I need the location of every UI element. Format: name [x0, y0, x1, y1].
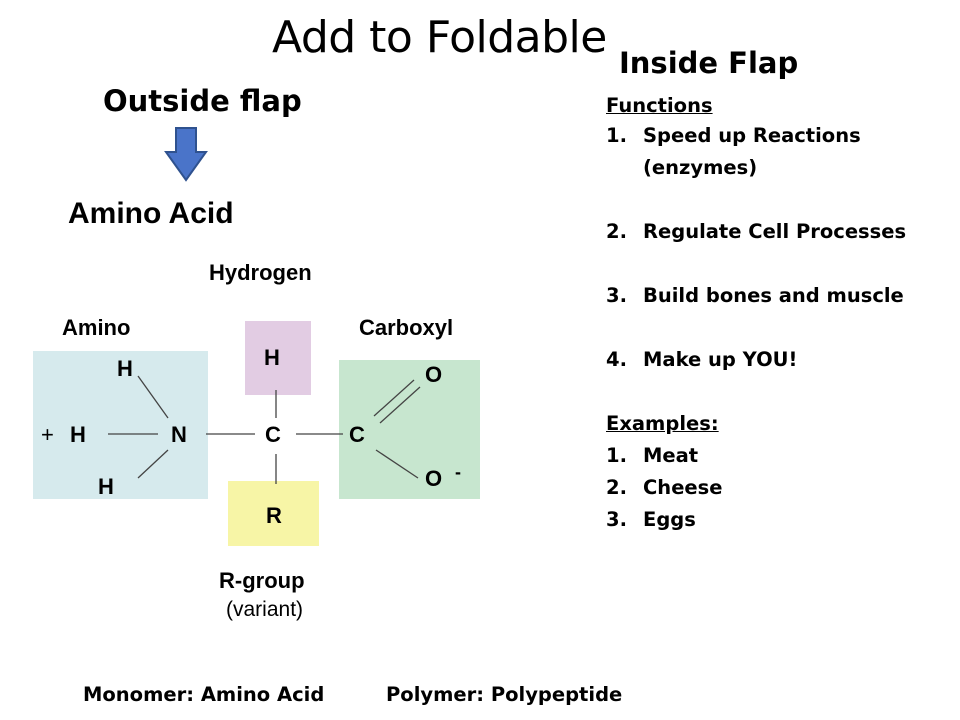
hydrogen-box	[245, 321, 311, 395]
atom-c-carboxyl: C	[349, 422, 365, 447]
outside-flap-label: Outside flap	[103, 84, 302, 118]
amino-label: Amino	[62, 315, 130, 340]
example-item: 1. Meat	[606, 444, 699, 467]
example-item: 3. Eggs	[606, 508, 696, 531]
rgroup-label: R-group	[219, 568, 305, 593]
atom-c-alpha: C	[265, 422, 281, 447]
functions-list: 1. Speed up Reactions (enzymes)	[606, 120, 956, 184]
polymer-label: Polymer: Polypeptide	[386, 683, 623, 706]
function-item: 1. Speed up Reactions (enzymes)	[606, 124, 861, 179]
amino-acid-diagram: Amino Acid Hydrogen Amino Carboxyl R-gro…	[33, 197, 480, 621]
bonds	[108, 375, 421, 484]
atom-n: N	[171, 422, 187, 447]
example-item: 2. Cheese	[606, 476, 723, 499]
carboxyl-group-box	[339, 360, 480, 499]
atom-h-amino-left: H	[70, 422, 86, 447]
atom-o-top: O	[425, 362, 442, 387]
down-arrow-icon	[164, 127, 208, 182]
minus-charge: -	[455, 462, 461, 482]
variant-label: (variant)	[226, 598, 303, 621]
atom-h-amino-top: H	[117, 356, 133, 381]
function-item: 4. Make up YOU!	[606, 348, 798, 371]
plus-charge: +	[41, 422, 54, 447]
atom-h-hydrogen: H	[264, 345, 280, 370]
atom-r: R	[266, 503, 282, 528]
carboxyl-label: Carboxyl	[359, 315, 453, 340]
page-title: Add to Foldable	[272, 12, 607, 63]
hydrogen-label: Hydrogen	[209, 260, 312, 285]
examples-heading: Examples:	[606, 412, 719, 435]
inside-flap-label: Inside Flap	[619, 46, 799, 80]
monomer-label: Monomer: Amino Acid	[83, 683, 325, 706]
rgroup-box	[228, 481, 319, 546]
amino-acid-heading: Amino Acid	[68, 197, 234, 230]
function-item: 3. Build bones and muscle	[606, 284, 904, 307]
atom-h-amino-bottom: H	[98, 474, 114, 499]
functions-heading: Functions	[606, 94, 713, 117]
examples-list: 1. Meat 2. Cheese 3. Eggs	[606, 440, 956, 536]
atom-o-bottom: O	[425, 466, 442, 491]
inside-flap-content: Functions 1. Speed up Reactions (enzymes…	[606, 92, 956, 536]
amino-group-box	[33, 351, 208, 499]
function-item: 2. Regulate Cell Processes	[606, 220, 907, 243]
